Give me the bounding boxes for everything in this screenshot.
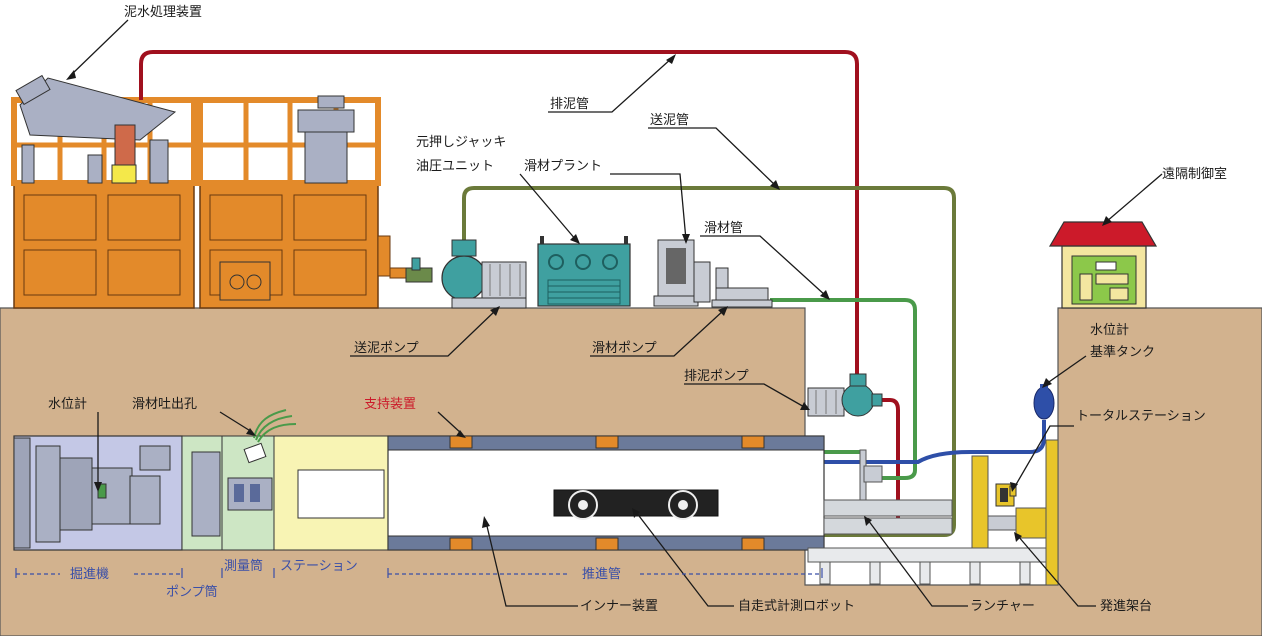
- tunnel: [13, 409, 825, 551]
- label-inner-device: インナー装置: [580, 599, 658, 614]
- slurry-treatment-plant: [11, 74, 411, 309]
- label-lubricant-pipe: 滑材管: [704, 221, 743, 236]
- label-lubricant-outlet: 滑材吐出孔: [132, 397, 197, 412]
- label-water-level-tank-line1: 水位計: [1090, 322, 1129, 338]
- label-robot: 自走式計測ロボット: [738, 598, 855, 614]
- jack-hydraulic-unit: [537, 236, 631, 307]
- label-feed-pipe: 送泥管: [650, 113, 689, 128]
- lubricant-pipe-line: [770, 298, 917, 480]
- label-excavator: 掘進機: [70, 567, 109, 582]
- leader-lines: [66, 19, 1163, 607]
- label-station: ステーション: [280, 559, 358, 574]
- launcher: [823, 449, 953, 535]
- feed-pump: [405, 239, 527, 309]
- label-jack-unit-line2: 油圧ユニット: [416, 159, 494, 174]
- water-level-reference-tank: [1033, 384, 1055, 420]
- label-pump-tube: ポンプ筒: [166, 584, 218, 600]
- lubricant-plant: [653, 239, 711, 307]
- label-remote-control-room: 遠隔制御室: [1162, 166, 1227, 182]
- label-propulsion-pipe: 推進管: [582, 567, 621, 582]
- lubricant-pump: [711, 267, 773, 308]
- label-support-device: 支持装置: [364, 397, 416, 412]
- launch-stand: [807, 439, 1059, 586]
- water-level-line: [98, 420, 1046, 488]
- label-feed-pump: 送泥ポンプ: [354, 341, 419, 356]
- label-lubricant-pump: 滑材ポンプ: [592, 341, 657, 356]
- remote-control-room: [1048, 221, 1158, 309]
- label-launch-stand: 発進架台: [1100, 599, 1152, 614]
- discharge-pipe-underground: [222, 398, 900, 522]
- discharge-pipe-line: [139, 50, 859, 388]
- label-slurry-treatment: 泥水処理装置: [124, 5, 202, 20]
- total-station: [995, 483, 1017, 507]
- labels: 泥水処理装置 排泥管 送泥管 元押しジャッキ 油圧ユニット 滑材プラント 滑材管…: [48, 5, 1227, 614]
- discharge-pump: [807, 373, 883, 417]
- label-water-level-tank-line2: 基準タンク: [1090, 344, 1155, 360]
- label-discharge-pump: 排泥ポンプ: [684, 369, 749, 384]
- label-launcher: ランチャー: [970, 599, 1035, 614]
- label-measuring-tube: 測量筒: [224, 558, 263, 574]
- label-jack-unit-line1: 元押しジャッキ: [416, 135, 506, 150]
- label-total-station: トータルステーション: [1076, 409, 1206, 424]
- section-brackets: [15, 568, 823, 578]
- label-lubricant-plant: 滑材プラント: [524, 159, 602, 174]
- label-discharge-pipe: 排泥管: [550, 97, 589, 112]
- label-water-level-meter: 水位計: [48, 396, 87, 412]
